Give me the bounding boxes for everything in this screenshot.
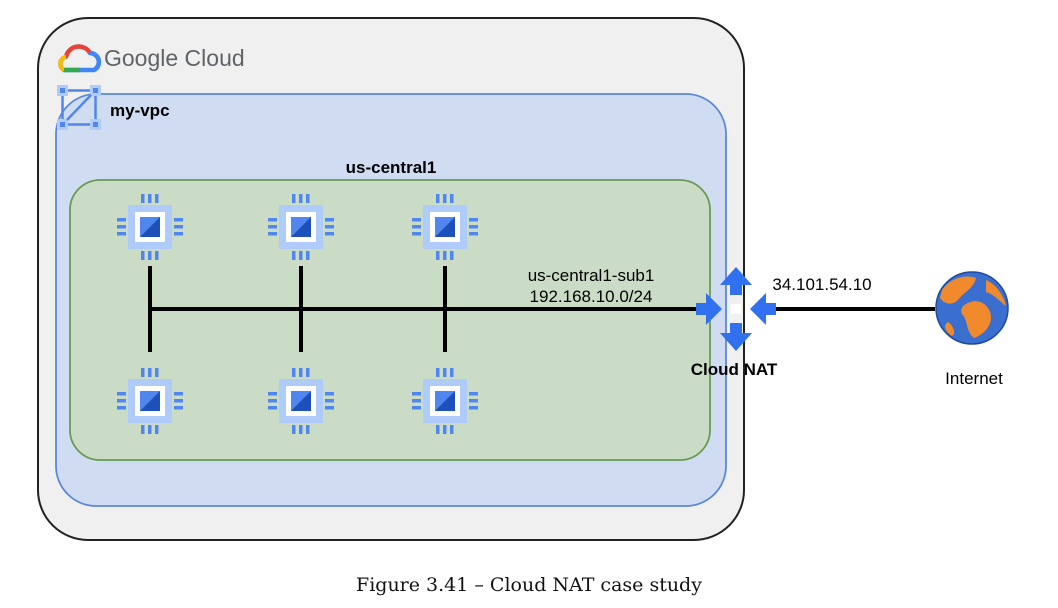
vpc-network-icon bbox=[57, 85, 101, 130]
google-cloud-brand-text: Google Cloud bbox=[104, 45, 245, 71]
internet-label: Internet bbox=[945, 369, 1003, 388]
subnet-name: us-central1-sub1 bbox=[528, 266, 655, 285]
cloud-nat-icon bbox=[696, 267, 776, 351]
nat-public-ip: 34.101.54.10 bbox=[772, 275, 871, 294]
region-label: us-central1 bbox=[346, 158, 437, 177]
subnet-cidr: 192.168.10.0/24 bbox=[530, 287, 653, 306]
vpc-label: my-vpc bbox=[110, 101, 170, 120]
globe-icon bbox=[935, 271, 1009, 345]
figure-caption: Figure 3.41 – Cloud NAT case study bbox=[356, 574, 702, 596]
cloud-nat-diagram: Google Cloud my-vpc us-central1 us-centr… bbox=[37, 17, 1009, 541]
google-cloud-logo bbox=[58, 44, 102, 73]
nat-label: Cloud NAT bbox=[691, 360, 778, 379]
subnet-links bbox=[148, 266, 935, 352]
